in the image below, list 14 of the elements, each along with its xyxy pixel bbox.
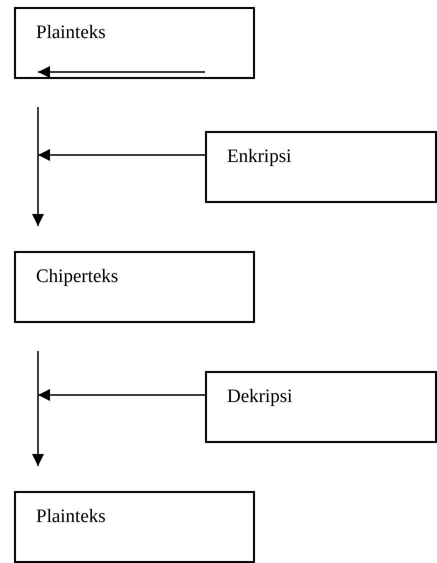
- arrow: [38, 389, 205, 401]
- box-label: Dekripsi: [227, 386, 292, 408]
- arrow: [32, 107, 44, 226]
- process-box: [205, 371, 437, 443]
- box-label: Chiperteks: [36, 266, 118, 288]
- box-label: Enkripsi: [227, 146, 292, 168]
- box-label: Plainteks: [36, 506, 106, 528]
- process-box: [14, 7, 255, 79]
- process-box: [205, 131, 437, 203]
- process-box: [14, 251, 255, 323]
- process-box: [14, 491, 255, 563]
- box-label: Plainteks: [36, 22, 106, 44]
- arrow: [32, 351, 44, 466]
- arrow: [38, 149, 205, 161]
